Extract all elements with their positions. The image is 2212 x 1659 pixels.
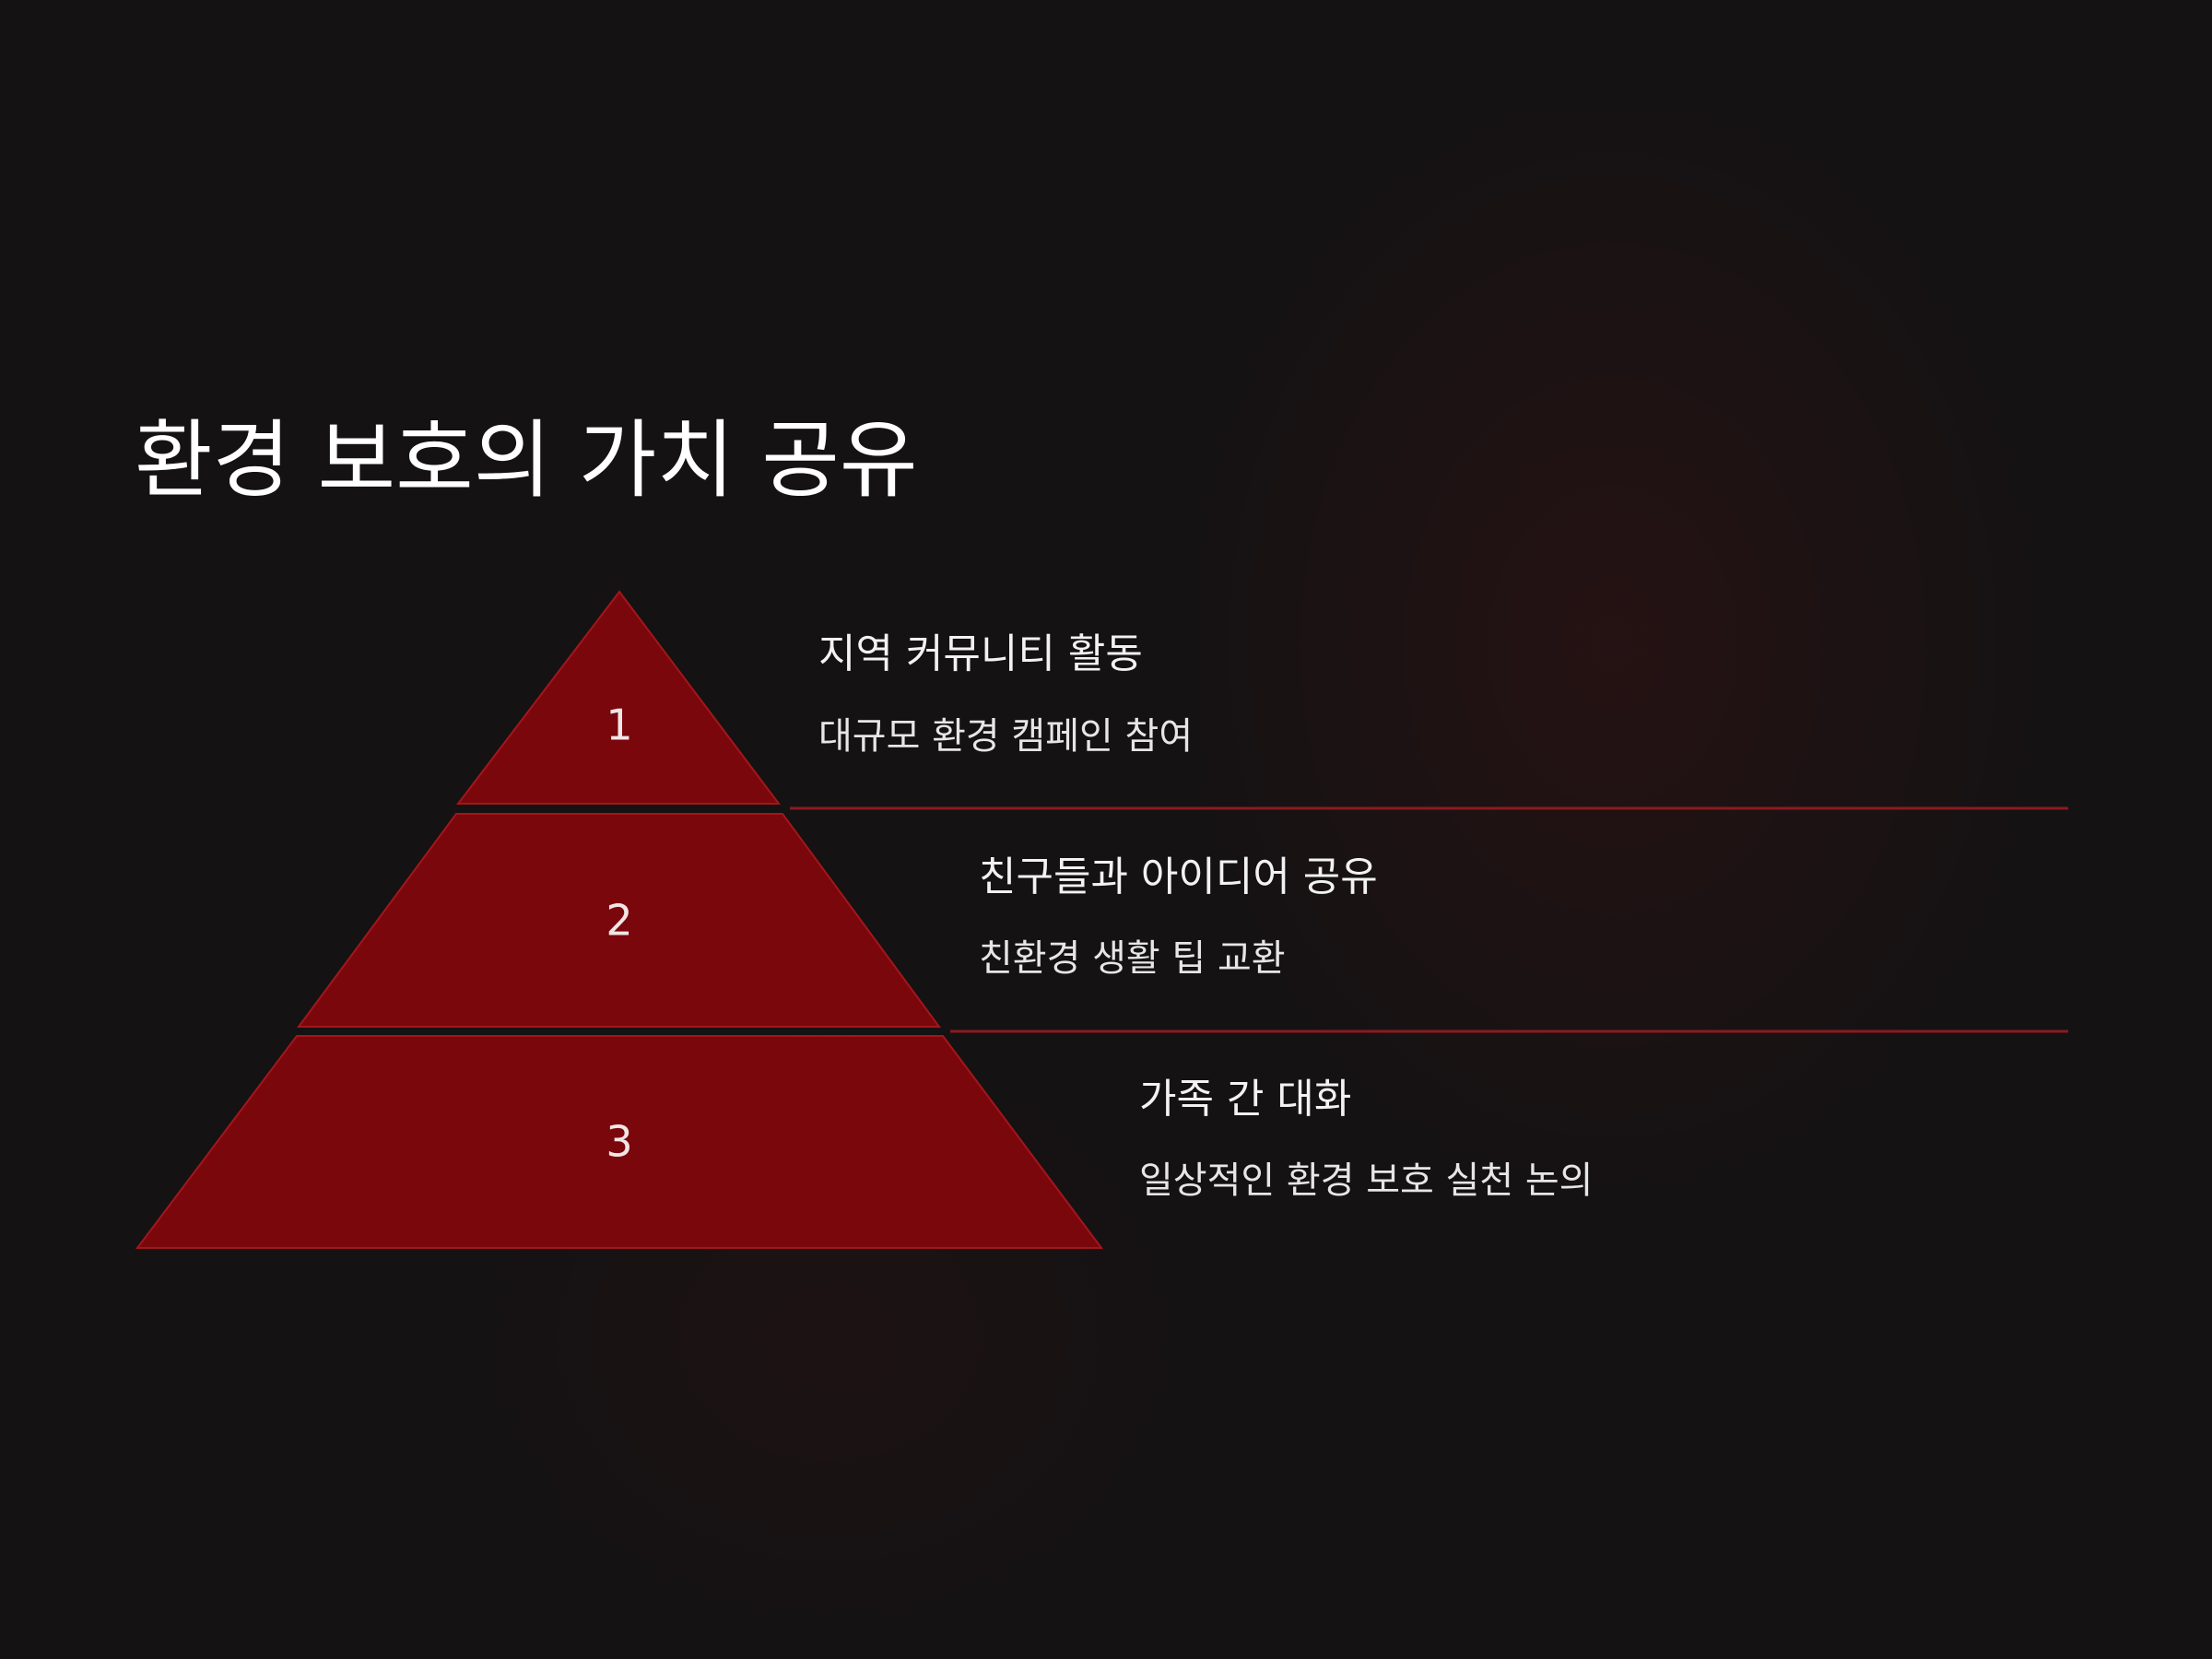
tier-3-description: 일상적인 환경 보호 실천 논의	[1139, 1159, 1594, 1202]
tier-1-heading: 지역 커뮤니티 활동	[818, 630, 1143, 677]
tier-2-number: 2	[606, 896, 632, 946]
tier-2-description: 친환경 생활 팁 교환	[979, 937, 1286, 980]
page-title: 환경 보호의 가치 공유	[135, 411, 918, 510]
tier-3-heading: 가족 간 대화	[1139, 1076, 1352, 1123]
tier-1-number: 1	[606, 700, 632, 750]
tier-3-number: 3	[606, 1117, 632, 1167]
tier-2-shape	[297, 813, 941, 1028]
tier-2-heading: 친구들과 아이디어 공유	[979, 853, 1378, 900]
tier-3-shape	[135, 1035, 1103, 1249]
tier-1-description: 대규모 환경 캠페인 참여	[818, 715, 1194, 758]
tier-1-shape	[455, 590, 782, 805]
